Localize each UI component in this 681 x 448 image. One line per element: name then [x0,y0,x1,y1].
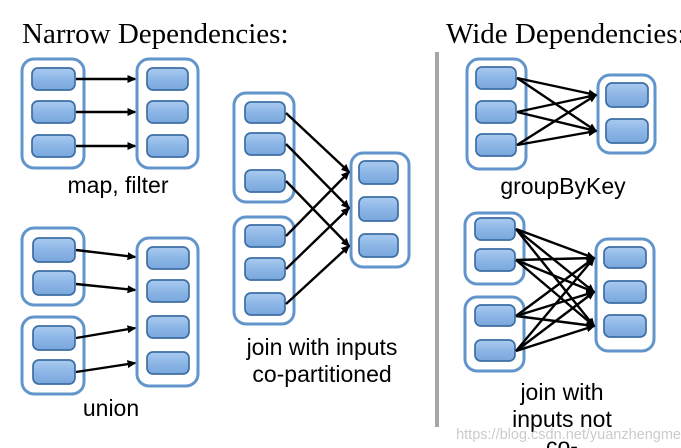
union-dependency-arrow [75,248,137,261]
group-by-key-partition [605,82,649,108]
map-filter-partition [31,100,76,124]
union-partition [146,279,190,303]
join-co-partitioned-partition [358,160,399,185]
group-by-key-dependency-arrow [516,110,598,134]
union-partition [32,270,76,296]
join-not-co-partitioned-partition [474,304,516,327]
join-co-partitioned-dependency-arrow [285,112,351,174]
union-partition [146,246,190,270]
join-co-partitioned-partition [358,233,399,258]
map-filter-label: map, filter [67,172,169,198]
join-co-partitioned-dependency-arrow [285,244,351,305]
union-partition [32,325,76,351]
join-co-partitioned-dependency-arrow [285,206,351,270]
union-partition [146,351,190,375]
join-not-co-partitioned-dependency-arrow [515,228,596,293]
union-dependency-arrow [75,325,137,340]
union-partition [32,237,76,263]
narrow-dependencies-title: Narrow Dependencies: [22,18,289,50]
join-not-co-partitioned-partition [603,280,647,304]
group-by-key-partition [605,118,649,144]
join-not-co-partitioned-label: join with inputs not co-partitioned [512,379,612,448]
group-by-key-dependency-arrow [516,128,598,147]
union-partition [146,315,190,339]
join-co-partitioned-partition [358,196,399,222]
map-filter-partition [146,67,189,91]
group-by-key-dependency-arrow [516,93,598,147]
wide-dependencies-title: Wide Dependencies: [446,18,681,50]
union-rdd-container [135,236,200,388]
join-not-co-partitioned-partition [603,246,647,269]
map-filter-partition [146,100,189,124]
join-co-partitioned-partition [244,169,286,193]
join-not-co-partitioned-dependency-arrow [515,259,596,327]
join-co-partitioned-partition [244,101,286,124]
join-co-partitioned-dependency-arrow [285,143,351,210]
join-co-partitioned-dependency-arrow [285,180,351,248]
group-by-key-partition [475,133,517,157]
map-filter-partition [31,134,76,158]
csdn-watermark: https://blog.csdn.net/yuanzhengme [456,427,681,443]
group-by-key-label: groupByKey [500,173,626,199]
join-not-co-partitioned-partition [474,248,516,272]
join-not-co-partitioned-dependency-arrow [515,254,596,263]
join-co-partitioned-dependency-arrow [285,170,351,237]
map-filter-partition [31,67,76,91]
join-not-co-partitioned-dependency-arrow [515,256,595,352]
union-dependency-arrow [75,282,137,294]
union-dependency-arrow [75,360,137,374]
join-not-co-partitioned-dependency-arrow [515,257,596,317]
group-by-key-dependency-arrow [516,92,598,114]
join-not-co-partitioned-dependency-arrow [515,227,596,260]
join-not-co-partitioned-dependency-arrow [515,291,596,352]
join-co-partitioned-partition [244,132,286,156]
union-partition [32,359,76,385]
group-by-key-partition [475,66,517,90]
join-co-partitioned-partition [244,292,286,316]
group-by-key-dependency-arrow [516,76,598,98]
join-not-co-partitioned-dependency-arrow [515,228,595,328]
join-not-co-partitioned-dependency-arrow [515,258,596,294]
group-by-key-partition [475,100,517,124]
join-not-co-partitioned-dependency-arrow [515,324,596,353]
join-co-partitioned-label: join with inputs co-partitioned [246,334,398,387]
join-not-co-partitioned-partition [474,339,516,362]
join-not-co-partitioned-partition [474,217,516,241]
join-co-partitioned-partition [244,257,286,281]
join-co-partitioned-partition [244,224,286,248]
join-not-co-partitioned-partition [603,314,647,338]
map-filter-partition [146,134,189,158]
union-label: union [82,395,140,421]
